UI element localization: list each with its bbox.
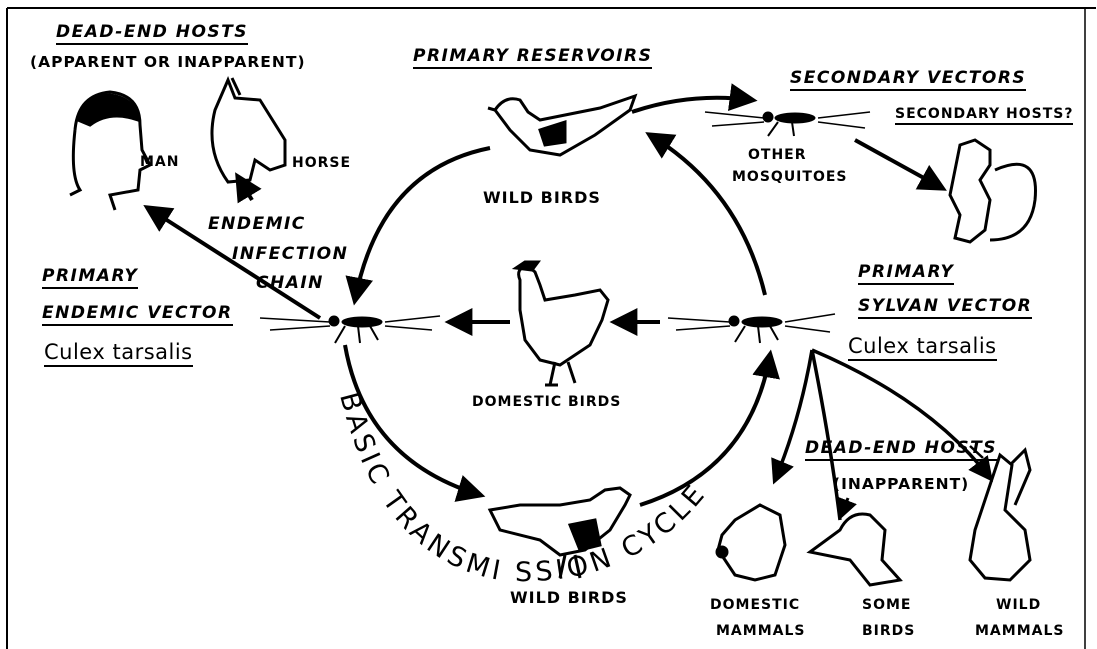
mammals-label-2: MAMMALS	[975, 624, 1064, 638]
man-label: MAN	[140, 155, 179, 169]
horse-label: HORSE	[292, 156, 351, 170]
mosquito-right-icon	[668, 314, 835, 343]
endemic-vector-label: ENDEMIC VECTOR	[42, 305, 233, 326]
cycle-label-curved: BASIC TRANSMI SSION CYCLE	[333, 389, 713, 588]
arrow-to-secondary-vectors	[632, 98, 752, 112]
some-label: SOME	[862, 598, 911, 612]
birds-label: BIRDS	[862, 624, 915, 638]
man-head-icon	[70, 92, 150, 210]
apparent-or-inapparent-label: (APPARENT OR INAPPARENT)	[30, 55, 306, 71]
inapparent-label: (INAPPARENT)	[833, 477, 969, 493]
squirrel-icon	[950, 140, 1036, 242]
rabbit-head-icon	[970, 450, 1030, 580]
secondary-vectors-label: SECONDARY VECTORS	[790, 70, 1026, 91]
arrow-wildbirds-to-culex	[355, 148, 490, 300]
infection-label: INFECTION	[232, 246, 348, 263]
horse-head-icon	[212, 78, 285, 182]
mosquitoes-label: MOSQUITOES	[732, 170, 848, 184]
cycle-label-text: BASIC TRANSMI SSION CYCLE	[333, 389, 713, 588]
endemic-label: ENDEMIC	[208, 216, 306, 233]
mosquito-secondary-icon	[705, 112, 870, 136]
arrow-to-squirrel	[855, 140, 942, 188]
dead-end-hosts-bottom-label: DEAD-END HOSTS	[805, 440, 997, 461]
culex-tarsalis-left-label: Culex tarsalis	[44, 342, 193, 367]
primary-sylvan-label: PRIMARY	[858, 264, 954, 285]
wild-label: WILD	[996, 598, 1041, 612]
line-to-some-birds	[812, 350, 840, 520]
culex-tarsalis-right-label: Culex tarsalis	[848, 336, 997, 361]
sylvan-vector-label: SYLVAN VECTOR	[858, 298, 1032, 319]
wild-birds-top-label: WILD BIRDS	[483, 190, 601, 206]
chicken-icon	[516, 262, 608, 385]
arrow-to-duck	[841, 498, 848, 516]
primary-endemic-label: PRIMARY	[42, 268, 138, 289]
domestic-birds-label: DOMESTIC BIRDS	[472, 395, 621, 409]
other-label: OTHER	[748, 148, 807, 162]
chain-label: CHAIN	[256, 275, 324, 292]
wild-bird-top-icon	[488, 96, 635, 155]
mammals-label-1: MAMMALS	[716, 624, 805, 638]
pig-head-icon	[717, 505, 785, 580]
domestic-label: DOMESTIC	[710, 598, 800, 612]
duck-head-icon	[810, 514, 900, 585]
primary-reservoirs-label: PRIMARY RESERVOIRS	[413, 48, 652, 69]
arrow-wildbirds-to-sylvan	[640, 355, 770, 505]
wild-birds-bottom-label: WILD BIRDS	[510, 590, 628, 606]
secondary-hosts-label: SECONDARY HOSTS?	[895, 107, 1073, 125]
mosquito-left-icon	[260, 316, 440, 343]
dead-end-hosts-top-label: DEAD-END HOSTS	[56, 24, 248, 45]
